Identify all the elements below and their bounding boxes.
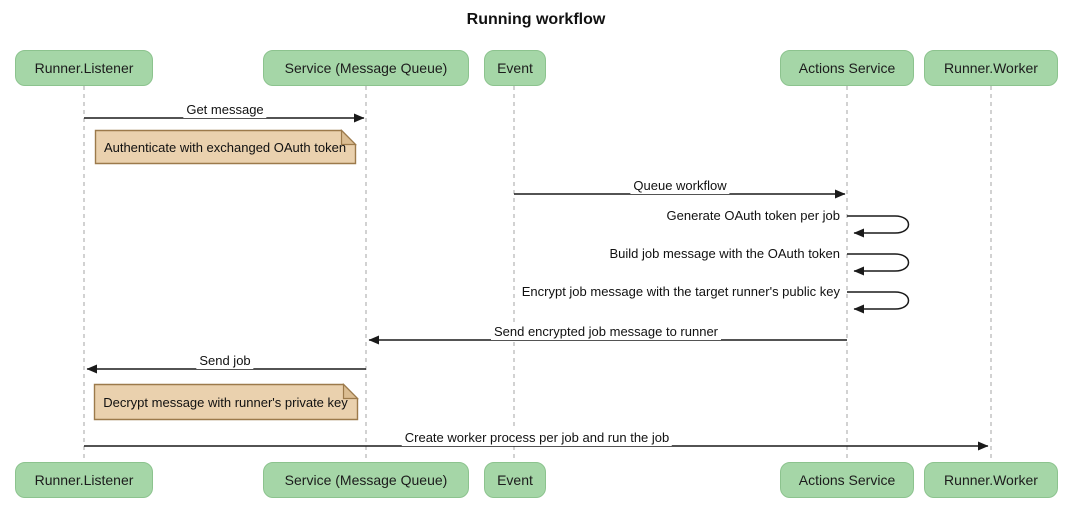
participant-label: Runner.Listener (34, 60, 134, 76)
participant-label: Actions Service (798, 60, 896, 76)
participant-bottom-runner-listener: Runner.Listener (15, 462, 153, 498)
note-fold-decrypt (342, 383, 359, 400)
participant-label: Runner.Listener (34, 472, 134, 488)
note-fold-authenticate (340, 129, 357, 146)
participant-bottom-runner-worker: Runner.Worker (924, 462, 1058, 498)
note-decrypt-private-key: Decrypt message with runner's private ke… (103, 394, 348, 410)
participant-bottom-actions-service: Actions Service (780, 462, 914, 498)
participant-label: Service (Message Queue) (284, 60, 448, 76)
message-label-generate-oauth-token: Generate OAuth token per job (663, 208, 843, 224)
participant-top-event: Event (484, 50, 546, 86)
participant-label: Event (497, 60, 533, 76)
message-label-build-job-message: Build job message with the OAuth token (606, 246, 843, 262)
participant-label: Runner.Worker (944, 472, 1038, 488)
note-shape-authenticate (94, 129, 357, 165)
participant-label: Event (497, 472, 533, 488)
message-arrow-encrypt-job-message-self-loop (847, 291, 910, 314)
participant-label: Service (Message Queue) (284, 472, 448, 488)
message-label-encrypt-job-message: Encrypt job message with the target runn… (518, 284, 843, 300)
participant-label: Runner.Worker (944, 60, 1038, 76)
message-label-send-job: Send job (196, 353, 254, 369)
participant-top-service-message-queue: Service (Message Queue) (263, 50, 469, 86)
participant-top-runner-listener: Runner.Listener (15, 50, 153, 86)
message-label-create-worker-process: Create worker process per job and run th… (401, 430, 673, 446)
note-authenticate-oauth-token: Authenticate with exchanged OAuth token (103, 139, 347, 155)
message-label-queue-workflow: Queue workflow (630, 178, 730, 194)
diagram-title: Running workflow (466, 11, 606, 28)
participant-bottom-event: Event (484, 462, 546, 498)
message-arrow-build-job-message-self-loop (847, 253, 910, 276)
participant-top-actions-service: Actions Service (780, 50, 914, 86)
message-label-send-encrypted-job-message: Send encrypted job message to runner (490, 324, 722, 340)
participant-top-runner-worker: Runner.Worker (924, 50, 1058, 86)
message-label-get-message: Get message (183, 102, 267, 118)
participant-bottom-service-message-queue: Service (Message Queue) (263, 462, 469, 498)
participant-label: Actions Service (798, 472, 896, 488)
note-shape-decrypt (93, 383, 359, 421)
message-arrow-generate-oauth-token-self-loop (847, 215, 910, 238)
